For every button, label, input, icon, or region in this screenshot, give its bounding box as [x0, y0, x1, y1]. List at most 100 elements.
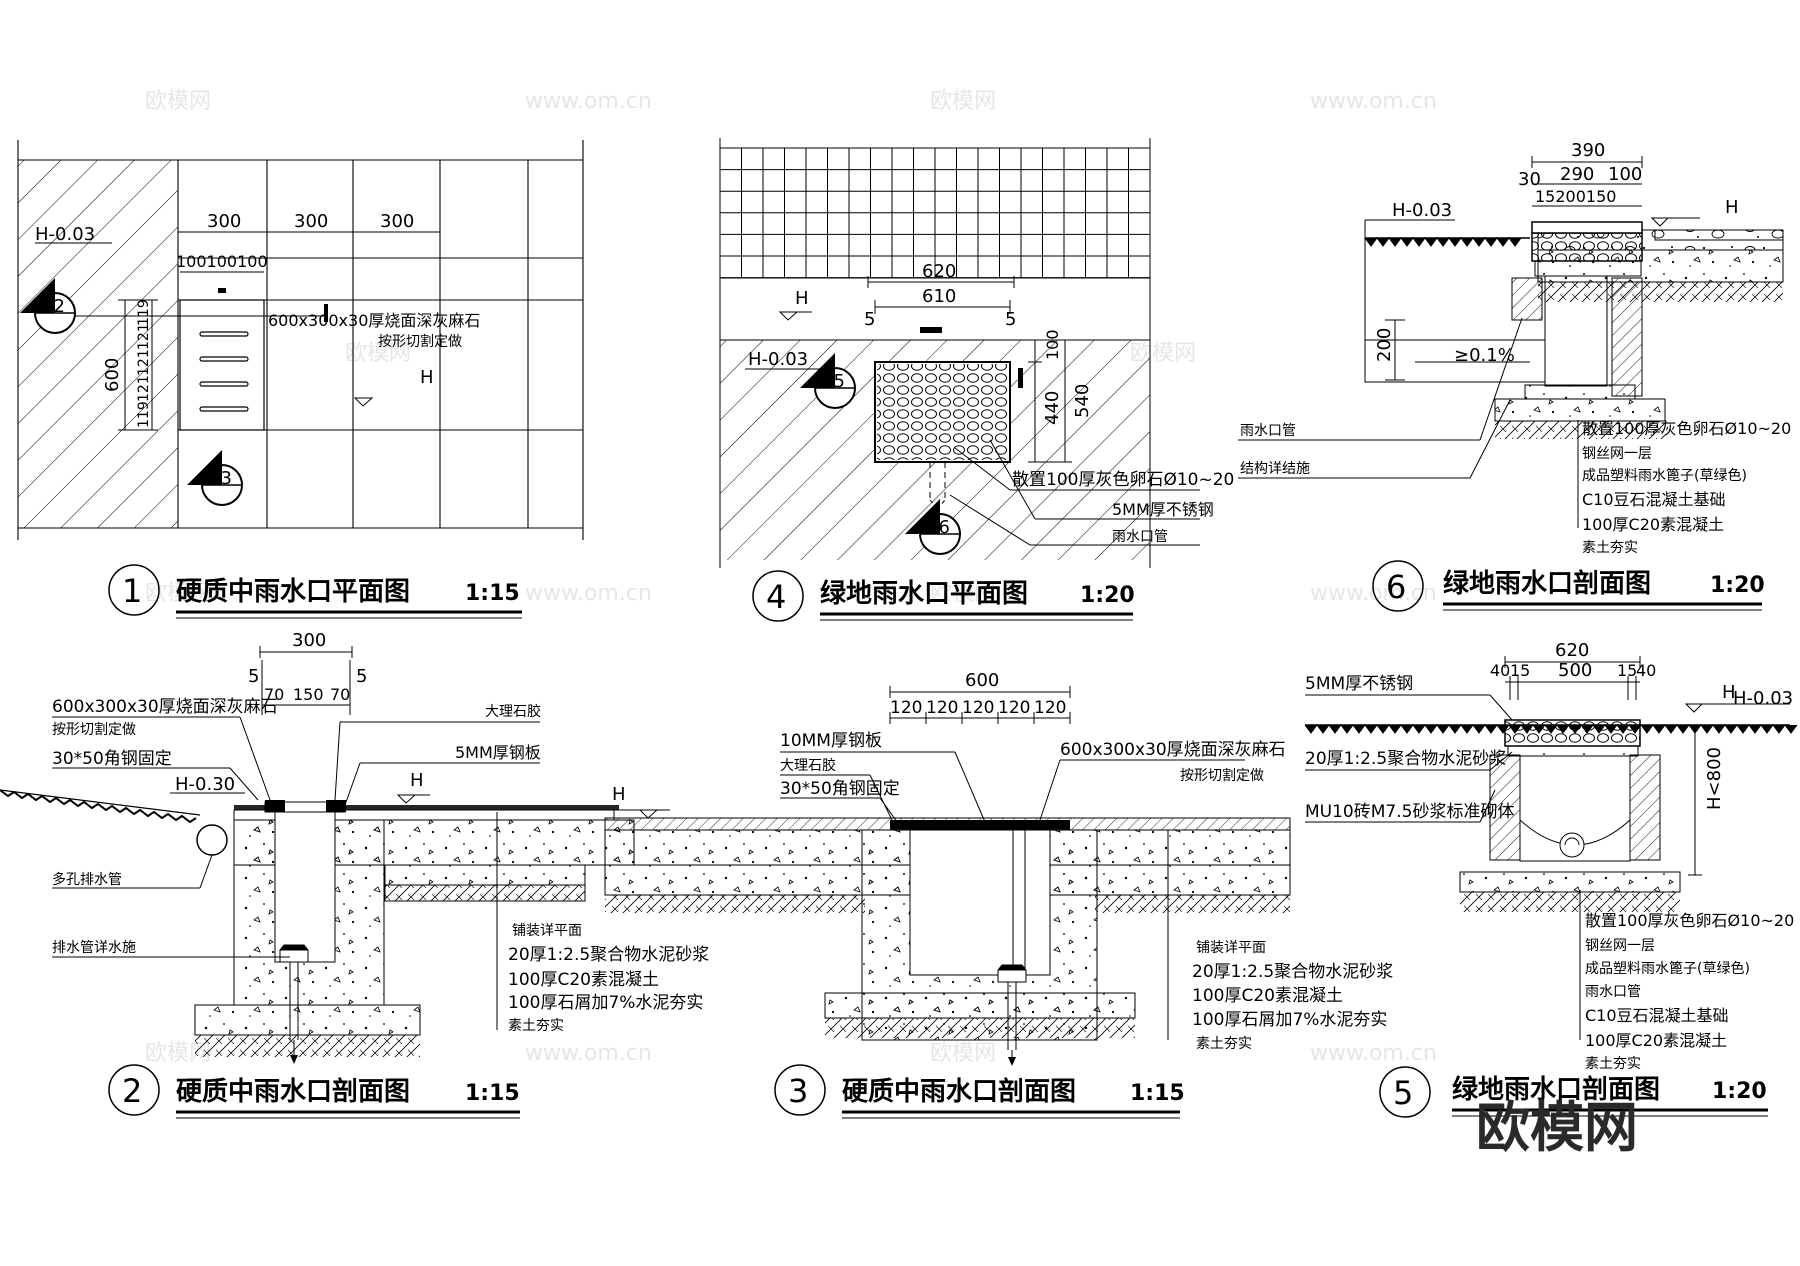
- note-layer: 100厚C20素混凝土: [1582, 515, 1724, 534]
- dim-119: 119: [136, 401, 152, 428]
- section-label: 06: [927, 517, 950, 538]
- note-layer: 100厚C20素混凝土: [1585, 1031, 1727, 1050]
- note-layer: 雨水口管: [1585, 984, 1641, 1000]
- dim-30: 30: [1518, 169, 1541, 190]
- section-marker-02: 02: [20, 278, 76, 334]
- section-label: 02: [42, 296, 65, 317]
- detail-3-section: 600 120 120 120 120 120 H 10MM厚钢板 大理石胶 3…: [604, 670, 1393, 1119]
- dim-200: 200: [1374, 328, 1395, 362]
- detail-6-section: 390 30 290 100 15200150 200 ≥0.1% H-0.03…: [1238, 140, 1791, 612]
- dim-120: 120: [1034, 698, 1066, 718]
- h-mark: H: [612, 784, 626, 805]
- note-layer: 100厚C20素混凝土: [1192, 986, 1343, 1006]
- detail-2-section: 300 5 5 70 150 70 H-0.30 H 600x300x30厚烧面…: [0, 630, 709, 1119]
- watermark-layer: 欧模网 www.om.cn 欧模网 www.om.cn 欧模网 欧模网 欧模网 …: [145, 89, 1437, 1066]
- detail-3-title: 3 硬质中雨水口剖面图 1:15: [774, 1064, 1185, 1119]
- note-layer: 成品塑料雨水篦子(草绿色): [1585, 960, 1750, 977]
- stone-note: 600x300x30厚烧面深灰麻石: [268, 311, 480, 330]
- detail-scale: 1:15: [465, 581, 520, 606]
- note-pipe: 雨水口管: [1112, 529, 1168, 545]
- detail-1-title: 1 硬质中雨水口平面图 1:15: [108, 564, 522, 619]
- detail-4-title: 4 绿地雨水口平面图 1:20: [752, 570, 1135, 622]
- note-layer: 钢丝网一层: [1582, 446, 1652, 462]
- dim-70: 70: [264, 685, 284, 704]
- h-mark: H: [1722, 682, 1736, 703]
- note-drain: 多孔排水管: [52, 871, 122, 888]
- dim-120: 120: [998, 698, 1030, 718]
- watermark-url: www.om.cn: [525, 89, 652, 114]
- note-layer: 素土夯实: [508, 1018, 564, 1034]
- note-drain-detail: 排水管详水施: [52, 940, 136, 956]
- detail-number: 2: [122, 1072, 142, 1110]
- level-label: H-0.03: [1733, 688, 1793, 709]
- level-label: H-0.30: [175, 774, 235, 795]
- note-layer: 铺装详平面: [512, 923, 582, 939]
- dim-120: 120: [926, 698, 958, 718]
- note-stone: 600x300x30厚烧面深灰麻石: [1060, 740, 1286, 760]
- dim-610: 610: [922, 286, 956, 307]
- note-pebble: 散置100厚灰色卵石Ø10~20: [1012, 470, 1234, 490]
- detail-title: 绿地雨水口剖面图: [1452, 1074, 1660, 1105]
- dim-h: H<800: [1704, 747, 1725, 810]
- dim-600: 600: [102, 358, 123, 392]
- dim-40: 40: [1490, 661, 1510, 680]
- note-layer: 钢丝网一层: [1585, 938, 1655, 954]
- watermark: 欧模网: [930, 89, 996, 114]
- detail-number: 4: [766, 578, 786, 616]
- dim-5: 5: [1005, 309, 1016, 330]
- note-layer: 素土夯实: [1582, 540, 1638, 556]
- note-steel: 10MM厚钢板: [780, 731, 882, 751]
- watermark: 欧模网: [930, 581, 996, 606]
- detail-title: 硬质中雨水口平面图: [176, 577, 410, 607]
- hatched-paving: [18, 160, 178, 528]
- detail-title: 硬质中雨水口剖面图: [176, 1076, 410, 1107]
- dim-540: 540: [1072, 384, 1093, 418]
- note-angle: 30*50角钢固定: [52, 749, 172, 769]
- h-mark: H: [410, 770, 424, 791]
- watermark: 欧模网: [145, 89, 211, 114]
- note-glue: 大理石胶: [485, 703, 541, 720]
- note-layer: 20厚1:2.5聚合物水泥砂浆: [1192, 962, 1393, 982]
- note-stone: 600x300x30厚烧面深灰麻石: [52, 697, 278, 717]
- dim-70: 70: [330, 685, 350, 704]
- detail-scale: 1:20: [1712, 1079, 1767, 1104]
- watermark: 欧模网: [345, 341, 411, 366]
- level-label: H-0.03: [1392, 200, 1452, 221]
- level-label: H-0.03: [35, 224, 95, 245]
- note-layer: 铺装详平面: [1196, 940, 1266, 956]
- note-pipe: 雨水口管: [1240, 423, 1296, 439]
- watermark-url: www.om.cn: [525, 1041, 652, 1066]
- section-label: 03: [209, 468, 232, 489]
- note-steel: 5MM厚不锈钢: [1305, 674, 1413, 694]
- dim-120: 120: [962, 698, 994, 718]
- dim-5: 5: [248, 666, 259, 687]
- dim-15: 15: [1510, 661, 1530, 680]
- dim-121: 121: [136, 349, 152, 376]
- note-structure: 结构详结施: [1240, 461, 1310, 477]
- section-marker-03: 03: [187, 450, 243, 506]
- dim-5: 5: [356, 666, 367, 687]
- detail-6-title: 6 绿地雨水口剖面图 1:20: [1372, 560, 1765, 612]
- h-mark: H: [795, 288, 809, 309]
- note-layer: 素土夯实: [1196, 1036, 1252, 1052]
- h-mark: H: [1725, 197, 1739, 218]
- note-mortar: 20厚1:2.5聚合物水泥砂浆: [1305, 749, 1506, 769]
- note-layer: 100厚石屑加7%水泥夯实: [1192, 1010, 1387, 1030]
- dim-290: 290: [1560, 164, 1594, 185]
- detail-5-section: 620 40 15 500 15 40 H<800 H-0.03 H 5MM厚不…: [1304, 640, 1798, 1118]
- dim-300: 300: [294, 211, 328, 232]
- dim-300: 300: [292, 630, 326, 651]
- note-stone-2: 按形切割定做: [1180, 767, 1264, 784]
- detail-1-plan: 300 300 300 100100100 600 119 121 121 12…: [17, 140, 584, 619]
- detail-number: 3: [788, 1072, 808, 1110]
- dim-500: 500: [1558, 660, 1592, 681]
- note-layer: 100厚石屑加7%水泥夯实: [508, 993, 703, 1013]
- detail-title: 绿地雨水口剖面图: [1443, 568, 1651, 599]
- dim-620: 620: [922, 261, 956, 282]
- note-layer: C10豆石混凝土基础: [1585, 1006, 1729, 1025]
- note-layer: 散置100厚灰色卵石Ø10~20: [1582, 419, 1791, 438]
- h-mark: H: [420, 367, 434, 388]
- detail-scale: 1:20: [1710, 573, 1765, 598]
- note-layer: 成品塑料雨水篦子(草绿色): [1582, 467, 1747, 484]
